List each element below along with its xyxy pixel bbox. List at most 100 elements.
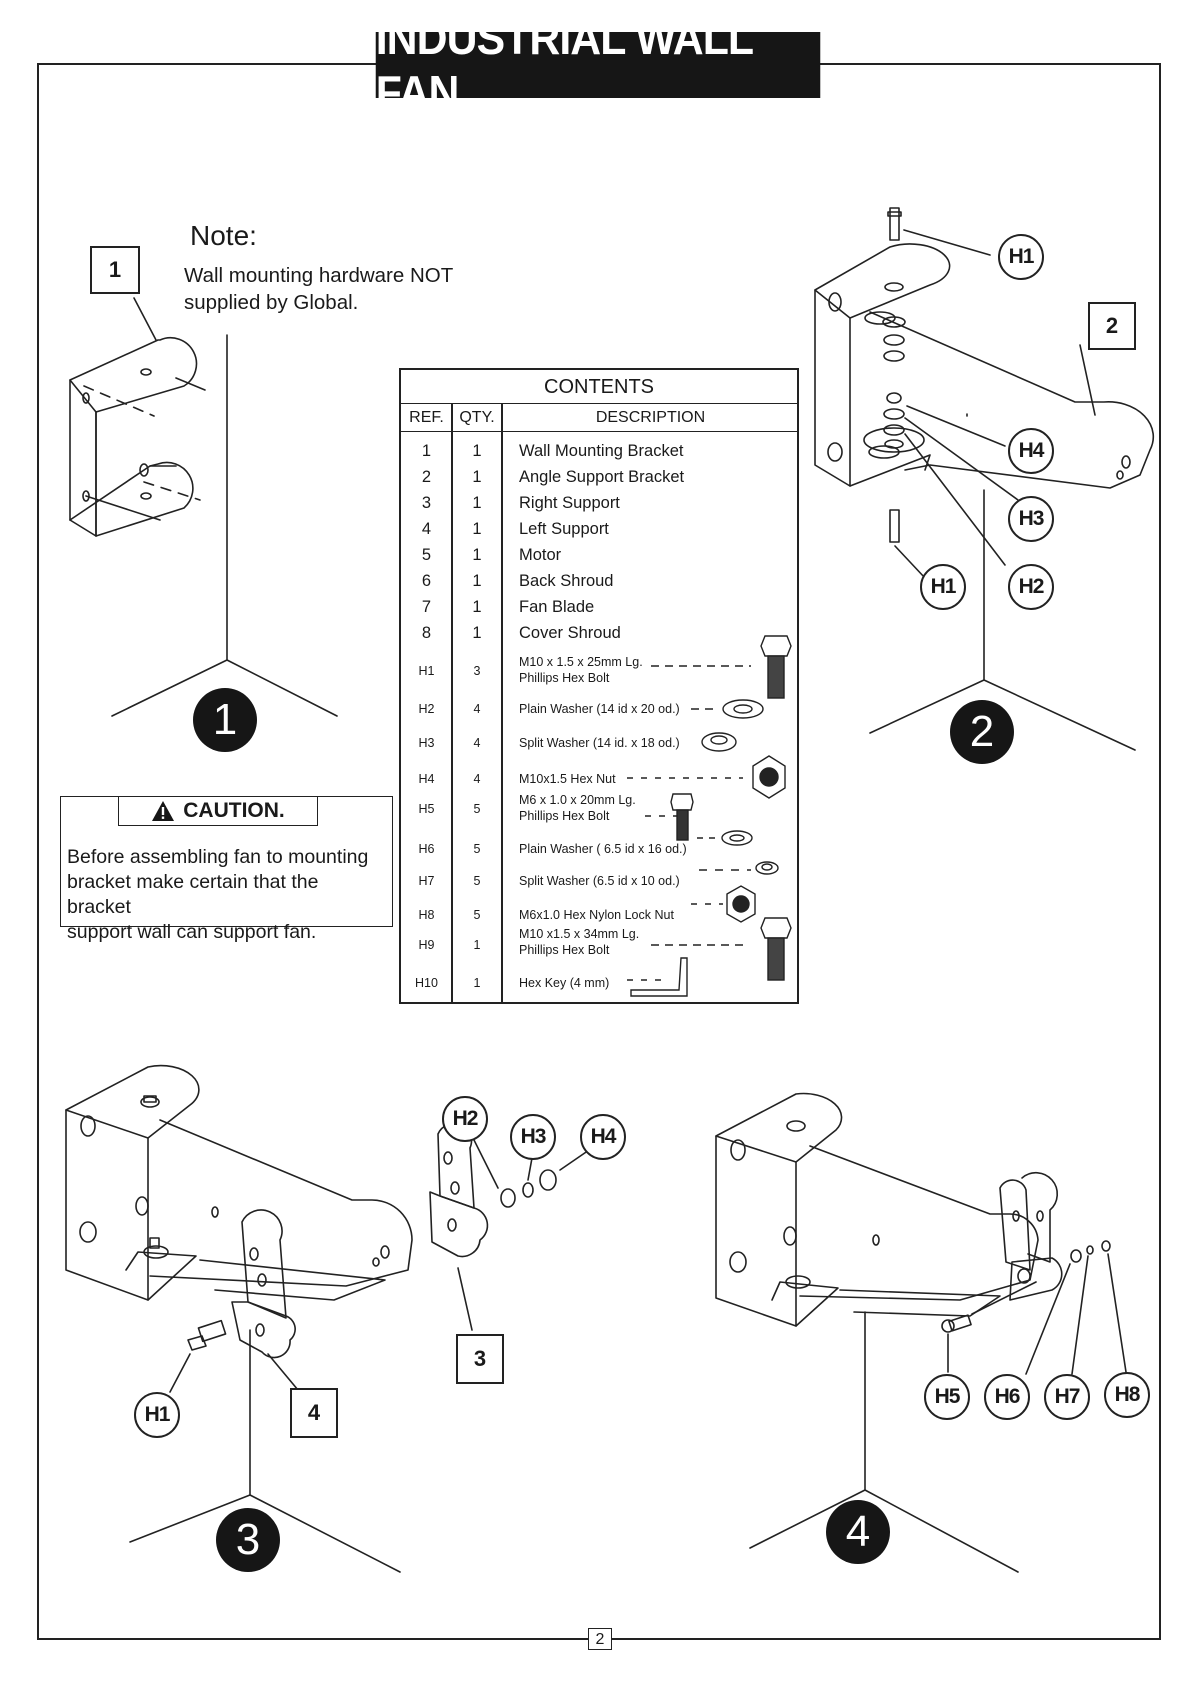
cell-qty: 4 [473, 736, 481, 750]
hardware-callout: H3 [1008, 496, 1054, 542]
page-number: 2 [588, 1628, 612, 1650]
cell-qty: 1 [472, 442, 482, 460]
cell-qty: 4 [473, 772, 481, 786]
cell-description: Right Support [519, 494, 620, 512]
cell-ref: H8 [418, 908, 435, 922]
caution-line: Before assembling fan to mounting [67, 846, 369, 868]
caution-line: support wall can support fan. [67, 921, 317, 943]
hardware-callout: H2 [442, 1096, 488, 1142]
step3-wall-corner [129, 1329, 401, 1573]
cell-ref: 5 [421, 546, 432, 564]
cell-description: M10 x 1.5 x 25mm Lg.Phillips Hex Bolt [519, 655, 643, 685]
cell-ref: 8 [421, 624, 432, 642]
cell-description: M10 x1.5 x 34mm Lg.Phillips Hex Bolt [519, 927, 640, 957]
caution-label-text: CAUTION. [183, 799, 285, 822]
cell-qty: 1 [472, 520, 482, 538]
step-number: 4 [826, 1500, 890, 1564]
hex-nut-icon [752, 755, 786, 799]
step2-bracket-assembly [814, 207, 1155, 579]
hardware-callout: H4 [1008, 428, 1054, 474]
plain-washer-icon [721, 830, 753, 846]
cell-description: Plain Washer (14 id x 20 od.) [519, 702, 680, 716]
cell-description: Plain Washer ( 6.5 id x 16 od.) [519, 842, 687, 856]
cell-ref: 4 [421, 520, 432, 538]
split-washer-icon [755, 861, 779, 875]
cell-qty: 4 [473, 702, 481, 716]
cell-ref: H1 [418, 664, 435, 678]
cell-description: Fan Blade [519, 598, 595, 616]
cell-ref: 1 [421, 442, 432, 460]
cell-qty: 1 [472, 624, 482, 642]
hex-key-icon [630, 957, 688, 997]
column-header-qty: QTY. [452, 404, 502, 432]
cell-ref: H7 [418, 874, 435, 888]
cell-qty: 5 [473, 842, 481, 856]
hardware-callout: H7 [1044, 1374, 1090, 1420]
step1-wall-bracket [69, 297, 206, 537]
note-line: supplied by Global. [184, 291, 359, 314]
table-row: 4 1 Left Support [401, 516, 797, 542]
cell-description: M6x1.0 Hex Nylon Lock Nut [519, 908, 674, 922]
table-divider [451, 404, 453, 1002]
hardware-callout: H1 [134, 1392, 180, 1438]
step-number: 2 [950, 700, 1014, 764]
cell-ref: 6 [421, 572, 432, 590]
cell-ref: H9 [418, 938, 435, 952]
hardware-callout: H1 [998, 234, 1044, 280]
hardware-callout: H5 [924, 1374, 970, 1420]
note-line: Wall mounting hardware NOT [184, 264, 454, 287]
cell-description: Left Support [519, 520, 609, 538]
hardware-callout: H8 [1104, 1372, 1150, 1418]
warning-triangle-icon [152, 801, 175, 821]
cell-description: Angle Support Bracket [519, 468, 685, 486]
column-header-description: DESCRIPTION [502, 404, 799, 432]
cell-ref: H3 [418, 736, 435, 750]
cell-qty: 1 [472, 468, 482, 486]
hardware-callout: H3 [510, 1114, 556, 1160]
cell-qty: 1 [472, 572, 482, 590]
hardware-callout: H6 [984, 1374, 1030, 1420]
step4-bracket-assembly [715, 1092, 1127, 1375]
step4-wall-corner [749, 1311, 1019, 1573]
step3-bracket-assembly [65, 1064, 593, 1393]
hex-bolt-icon [760, 635, 792, 699]
cell-ref: 3 [421, 494, 432, 512]
contents-title: CONTENTS [401, 370, 797, 404]
table-row: H9 1 M10 x1.5 x 34mm Lg.Phillips Hex Bolt [401, 926, 797, 960]
plain-washer-icon [722, 699, 764, 719]
hardware-callout: H4 [580, 1114, 626, 1160]
hex-bolt-icon [670, 793, 694, 841]
cell-qty: 1 [472, 546, 482, 564]
caution-label: CAUTION. [118, 796, 318, 826]
step1-wall-corner [111, 334, 338, 717]
caution-box: CAUTION. Before assembling fan to mounti… [60, 796, 393, 943]
note-body: Wall mounting hardware NOT supplied by G… [184, 262, 474, 316]
cell-description: Split Washer (6.5 id x 10 od.) [519, 874, 680, 888]
note-heading: Note: [190, 220, 257, 251]
step-number: 3 [216, 1508, 280, 1572]
step2-wall-corner [869, 489, 1136, 751]
cell-description: Hex Key (4 mm) [519, 976, 610, 990]
part-ref-box: 1 [90, 246, 140, 294]
cell-qty: 1 [473, 938, 481, 952]
cell-description: Motor [519, 546, 562, 564]
cell-description: Split Washer (14 id. x 18 od.) [519, 736, 680, 750]
part-ref-box: 4 [290, 1388, 338, 1438]
hardware-callout: H1 [920, 564, 966, 610]
cell-description: Back Shroud [519, 572, 614, 590]
cell-ref: H6 [418, 842, 435, 856]
cell-ref: H4 [418, 772, 435, 786]
cell-qty: 1 [473, 976, 481, 990]
cell-ref: H5 [418, 802, 435, 816]
part-ref-box: 3 [456, 1334, 504, 1384]
table-row: H6 5 Plain Washer ( 6.5 id x 16 od.) [401, 836, 797, 862]
